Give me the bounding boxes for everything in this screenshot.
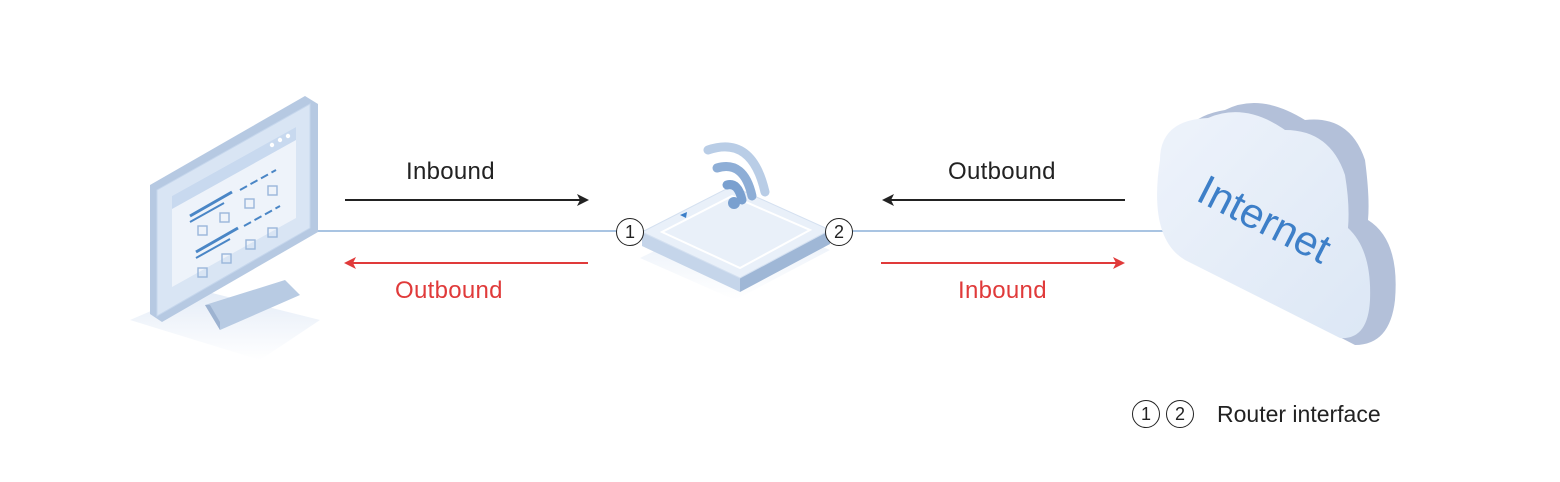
legend-marker-2: 2	[1166, 400, 1194, 428]
wifi-router-icon	[640, 142, 832, 300]
right-top-label: Outbound	[948, 158, 1056, 185]
left-top-label: Inbound	[406, 158, 495, 185]
right-bottom-label: Inbound	[958, 277, 1047, 304]
interface-marker-2: 2	[825, 218, 853, 246]
cloud-icon: Internet	[1157, 102, 1396, 346]
computer-monitor-icon	[130, 96, 320, 360]
left-bottom-label: Outbound	[395, 277, 503, 304]
legend-marker-1: 1	[1132, 400, 1160, 428]
legend-text: Router interface	[1217, 401, 1381, 427]
interface-marker-1: 1	[616, 218, 644, 246]
